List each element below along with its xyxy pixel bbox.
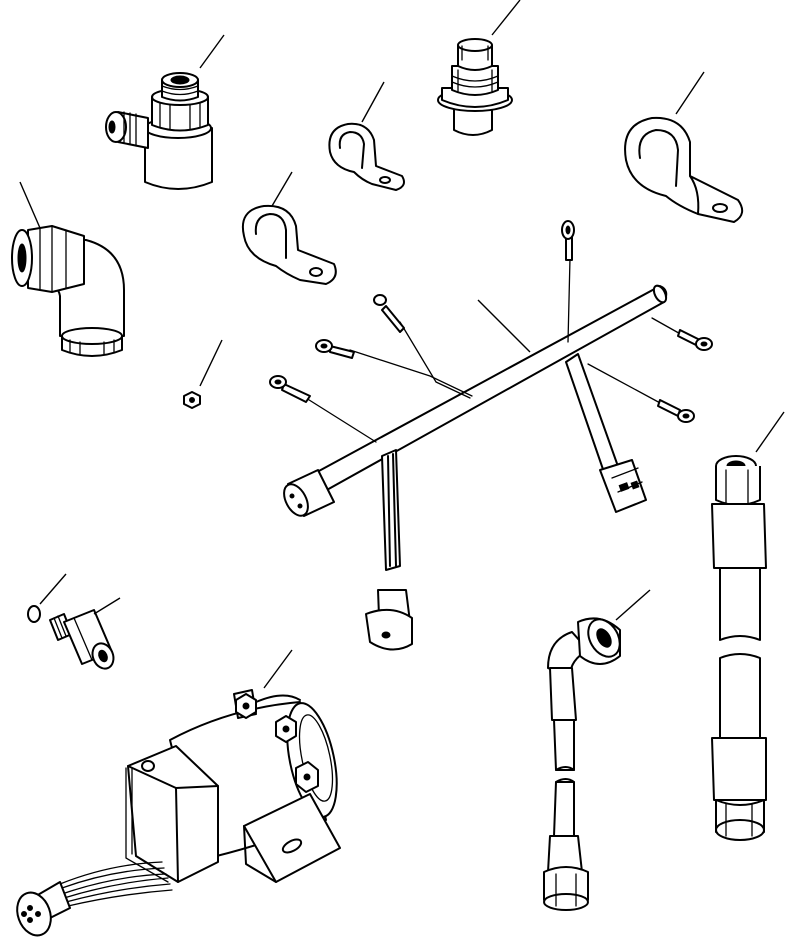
solenoid-relay-icon — [16, 649, 341, 937]
elbow-fitting-icon — [11, 181, 125, 357]
straight-hose-icon — [711, 411, 785, 841]
elbow-pressure-switch-icon — [105, 34, 225, 190]
adapter-fitting-icon — [49, 597, 121, 670]
large-clip-icon — [624, 71, 744, 223]
clip-icon — [242, 171, 337, 285]
elbow-hose-icon — [543, 589, 651, 911]
nut-icon — [183, 339, 223, 409]
small-clip-icon — [328, 81, 405, 191]
o-ring-icon — [27, 573, 67, 623]
wiring-harness-icon — [269, 220, 713, 651]
pressure-switch-icon — [437, 0, 521, 136]
